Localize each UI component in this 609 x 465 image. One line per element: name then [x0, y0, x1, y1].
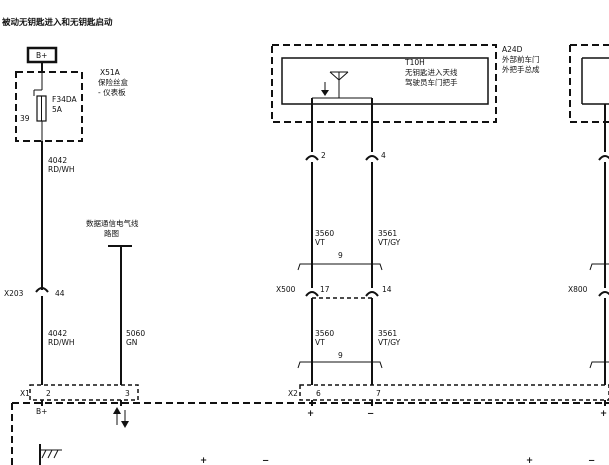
antenna-name-line1: 无钥匙进入天线 [405, 67, 458, 77]
left-branch: B+ X51A 保险丝盒 - 仪表板 F34DA 5A 39 4042 RD/W… [4, 46, 128, 385]
bottom-module: X1 2 3 X2 6 7 B+ + − + [11, 384, 609, 465]
connector-x203-label: X203 [4, 289, 24, 298]
fuse-box-name-line2: - 仪表板 [98, 87, 126, 97]
wire-4042-lower-color: RD/WH [48, 338, 75, 347]
fuse-name: F34DA [52, 95, 78, 104]
connector-x1-label: X1 [20, 389, 30, 398]
bus-label-line2: 路图 [104, 228, 119, 238]
pin-2-label: 2 [321, 151, 326, 160]
wire-3560-lower-number: 3560 [315, 329, 334, 338]
connector-x500-cap-right [365, 291, 379, 297]
lower-plus-sign-1: + [200, 456, 207, 465]
right-twist-marker-upper [589, 263, 609, 271]
door-handle-module-outline [271, 44, 497, 123]
fuse-pin-39: 39 [20, 114, 30, 123]
antenna-icon [312, 71, 372, 99]
right-pin-plus-sign: + [600, 409, 607, 419]
twisted-pair-marker-lower [297, 361, 383, 369]
pin-7-minus-sign: − [367, 409, 374, 419]
twisted-pair-marker-upper [297, 263, 383, 271]
connector-x2-pin-6: 6 [316, 389, 321, 398]
wire-3561-upper-color: VT/GY [378, 238, 401, 247]
connector-x800-label: X800 [568, 285, 588, 294]
wire-4042-upper-color: RD/WH [48, 165, 75, 174]
antenna-box [281, 57, 489, 105]
wire-3561-upper-number: 3561 [378, 229, 397, 238]
wire-3560-upper-number: 3560 [315, 229, 334, 238]
page-title: 被动无钥匙进入和无钥匙启动 [2, 17, 113, 28]
connector-x1-pin-3: 3 [125, 389, 130, 398]
wire-3561-lower-number: 3561 [378, 329, 397, 338]
center-branch: A24D 外部前车门 外把手总成 T10H 无钥匙进入天线 驾驶员车门把手 2 … [271, 44, 540, 385]
twist-label-lower: 9 [338, 351, 343, 360]
right-branch: X800 [568, 44, 609, 385]
connector-x500-label: X500 [276, 285, 296, 294]
antenna-code: T10H [404, 58, 425, 67]
pin-6-plus-sign: + [307, 409, 314, 419]
connector-x500-cap-left [305, 291, 319, 297]
pin-2-cap [305, 155, 319, 161]
right-pin-cap [598, 155, 609, 161]
fuse-box-name-line1: 保险丝盒 [98, 77, 128, 87]
module-supply-label: B+ [36, 407, 47, 416]
wire-4042-upper-number: 4042 [48, 156, 67, 165]
antenna-name-line2: 驾驶员车门把手 [405, 77, 458, 87]
door-handle-module-code: A24D [502, 45, 523, 54]
ground-icon [39, 444, 62, 465]
wire-4042-lower-number: 4042 [48, 329, 67, 338]
connector-x203-cap [35, 287, 49, 293]
bus-label-line1: 数据通信电气线 [86, 218, 139, 228]
door-handle-module-name-line1: 外部前车门 [502, 54, 540, 64]
pin-4-cap [365, 155, 379, 161]
connector-x500-pin-17: 17 [320, 285, 330, 294]
fuse-box-code: X51A [100, 68, 121, 77]
fuse-rating: 5A [52, 105, 63, 114]
lower-minus-sign-2: − [588, 456, 595, 465]
connector-x2-box [299, 384, 609, 401]
connector-x500-pin-14: 14 [382, 285, 392, 294]
connector-x1-box [29, 384, 139, 401]
connector-x2-pin-7: 7 [376, 389, 381, 398]
lower-plus-sign-2: + [526, 456, 533, 465]
serial-data-branch: 数据通信电气线 路图 5060 GN [86, 218, 145, 385]
wire-5060-color: GN [126, 338, 137, 347]
connector-x1-pin-2: 2 [46, 389, 51, 398]
battery-supply-label: B+ [36, 51, 47, 60]
wire-5060-number: 5060 [126, 329, 145, 338]
pin-4-label: 4 [381, 151, 386, 160]
wire-3560-upper-color: VT [315, 238, 325, 247]
fuse-box-outline [15, 71, 83, 142]
twist-label-upper: 9 [338, 251, 343, 260]
right-twist-marker-lower [589, 361, 609, 369]
wire-3560-lower-color: VT [315, 338, 325, 347]
connector-x2-label: X2 [288, 389, 298, 398]
bidirectional-arrows-icon [113, 407, 129, 428]
wire-3561-lower-color: VT/GY [378, 338, 401, 347]
connector-x800-cap [598, 291, 609, 297]
connector-x203-pin: 44 [55, 289, 65, 298]
lower-minus-sign-1: − [262, 456, 269, 465]
door-handle-module-name-line2: 外把手总成 [502, 64, 540, 74]
